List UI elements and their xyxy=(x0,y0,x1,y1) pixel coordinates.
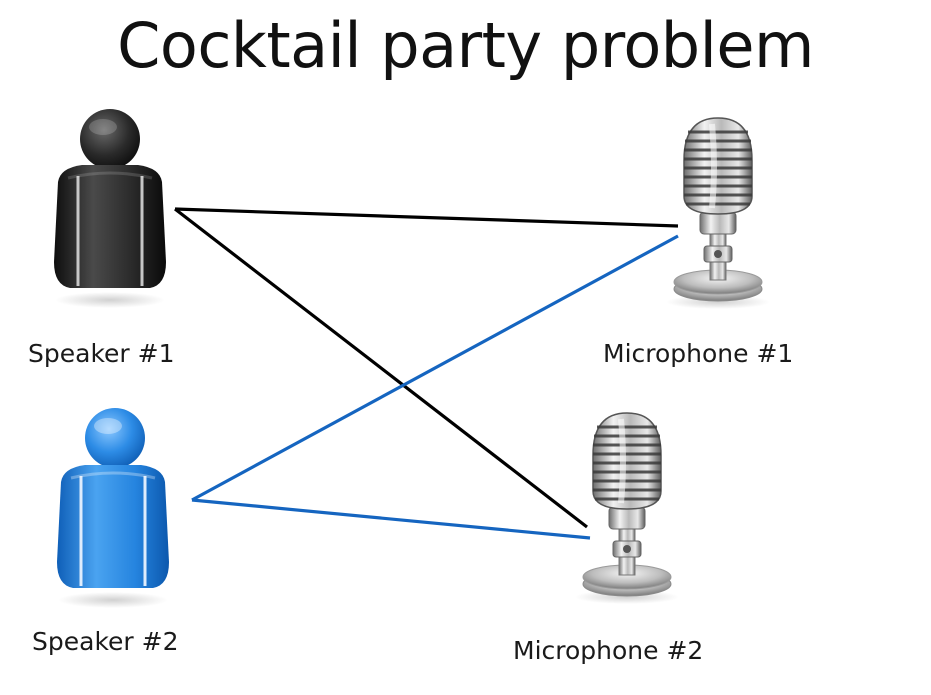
microphone-2-label: Microphone #2 xyxy=(513,636,704,665)
edge-speaker2-microphone1 xyxy=(191,234,679,502)
microphone-1-label: Microphone #1 xyxy=(603,339,794,368)
speaker-2-person-icon xyxy=(57,408,169,608)
microphone-2-icon xyxy=(575,412,679,604)
edge-speaker1-microphone2 xyxy=(174,207,588,529)
edge-speaker1-microphone1 xyxy=(174,207,679,228)
microphone-1-icon xyxy=(666,117,770,309)
speaker-1-label: Speaker #1 xyxy=(28,339,175,368)
speaker-1-person-icon xyxy=(54,109,166,308)
edge-speaker2-microphone2 xyxy=(191,498,591,540)
speaker-2-label: Speaker #2 xyxy=(32,627,179,656)
slide-title: Cocktail party problem xyxy=(117,9,814,82)
